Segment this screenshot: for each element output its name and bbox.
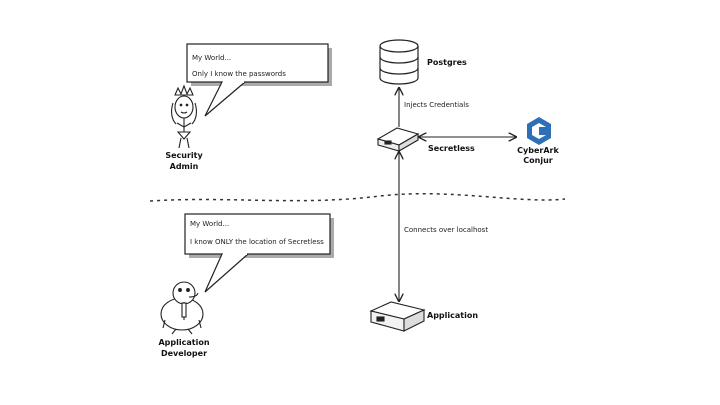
zone-separator-line xyxy=(149,192,566,202)
postgres-label: Postgres xyxy=(427,58,467,67)
conjur-logo-icon xyxy=(527,117,551,145)
dev-bubble-line1: My World... xyxy=(190,220,229,228)
conjur-label-line2: Conjur xyxy=(523,156,553,165)
conjur-label-line1: CyberArk xyxy=(517,146,559,155)
database-icon xyxy=(379,39,419,85)
developer-speech-bubble: My World... I know ONLY the location of … xyxy=(184,213,334,293)
dev-bubble-line2: I know ONLY the location of Secretless xyxy=(190,238,324,246)
dev-label-line2: Developer xyxy=(161,349,207,358)
injects-credentials-label: Injects Credentials xyxy=(404,101,469,109)
application-label: Application xyxy=(427,311,478,320)
application-developer-figure xyxy=(160,281,204,335)
security-admin-figure xyxy=(171,84,197,149)
connects-localhost-label: Connects over localhost xyxy=(404,226,488,234)
admin-bubble-line1: My World... xyxy=(192,54,231,62)
admin-label-line1: Security xyxy=(165,151,203,160)
admin-label-line2: Admin xyxy=(170,162,199,171)
dev-label-line1: Application xyxy=(158,338,209,347)
secretless-label: Secretless xyxy=(428,144,475,153)
admin-bubble-line2: Only I know the passwords xyxy=(192,70,286,78)
admin-speech-bubble: My World... Only I know the passwords xyxy=(186,43,332,117)
application-server-icon xyxy=(369,301,426,332)
secretless-device-icon xyxy=(376,127,420,152)
